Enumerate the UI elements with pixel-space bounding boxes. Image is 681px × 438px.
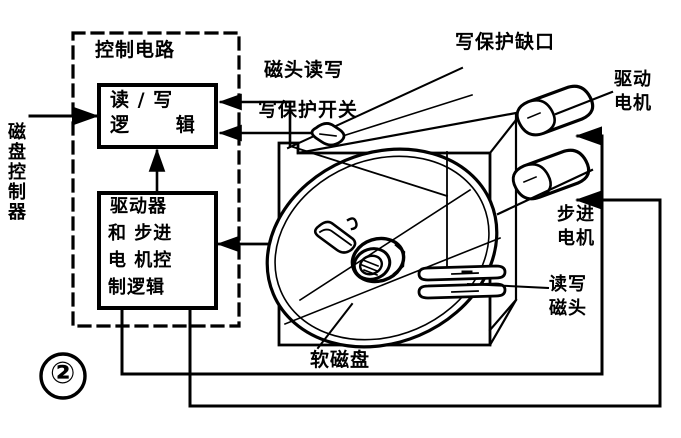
figure-number-circle xyxy=(39,352,87,400)
leader-drive-motor xyxy=(554,90,614,116)
disk-controller-label: 磁盘控制器 xyxy=(5,122,26,222)
head-read-write-label: 磁头读写 xyxy=(264,59,345,81)
spindle-hub-side xyxy=(392,243,406,276)
leader-stepper-motor xyxy=(496,168,594,216)
drive-motor-power-route xyxy=(120,126,604,376)
drive-motor-label-line1: 驱动 xyxy=(614,69,652,90)
stepper-motor-power-route xyxy=(188,190,662,408)
spindle-hub-ridge-2 xyxy=(360,263,379,273)
floppy-disk-platter-inner xyxy=(274,155,490,341)
disk-access-slot-edge xyxy=(318,228,353,247)
read-write-logic-box xyxy=(97,83,218,149)
read-write-head-label-line1: 读写 xyxy=(549,274,587,295)
read-write-logic-line2: 逻 辑 xyxy=(110,114,196,136)
write-protect-notch-label: 写保护缺口 xyxy=(455,31,556,53)
drive-motor-cylinder xyxy=(515,84,595,137)
spindle-hub-ridge-3 xyxy=(362,268,379,277)
drive-enclosure-right-edge xyxy=(488,118,518,155)
floppy-disk-label: 软磁盘 xyxy=(310,349,371,371)
driver-logic-line1: 驱动器 xyxy=(110,196,167,217)
platter-diagonal-2 xyxy=(283,236,502,326)
platter-diagonal-1 xyxy=(298,188,472,302)
leader-floppy-disk xyxy=(316,302,354,350)
read-write-head-gap-2 xyxy=(451,290,479,293)
driver-logic-line2: 和 步进 xyxy=(108,223,173,244)
stepper-motor-label-line1: 步进 xyxy=(557,204,595,225)
write-protect-switch-label: 写保护开关 xyxy=(258,99,359,121)
stepper-motor-label-line2: 电机 xyxy=(557,228,595,249)
spindle-hub-ridge-1 xyxy=(361,258,380,268)
figure-number-badge: ② xyxy=(50,356,77,391)
driver-stepper-logic-box xyxy=(97,191,218,310)
read-write-logic-line1: 读 / 写 xyxy=(110,89,174,111)
head-bus-tie xyxy=(288,144,449,198)
control-circuit-title: 控制电路 xyxy=(95,39,176,61)
drive-enclosure-bottom-back xyxy=(488,298,518,347)
drive-motor-label-line2: 电机 xyxy=(614,93,652,114)
leader-write-protect-switch xyxy=(328,93,474,142)
stepper-motor-cylinder xyxy=(511,148,591,201)
driver-logic-line3: 电 机控 xyxy=(108,250,173,271)
read-write-head-label-line2: 磁头 xyxy=(549,298,587,319)
index-hole xyxy=(346,217,358,231)
driver-logic-line4: 制逻辑 xyxy=(108,277,165,298)
write-protect-switch-icon xyxy=(310,122,346,147)
control-circuit-boundary xyxy=(71,31,241,328)
leader-read-write-head xyxy=(466,282,550,290)
